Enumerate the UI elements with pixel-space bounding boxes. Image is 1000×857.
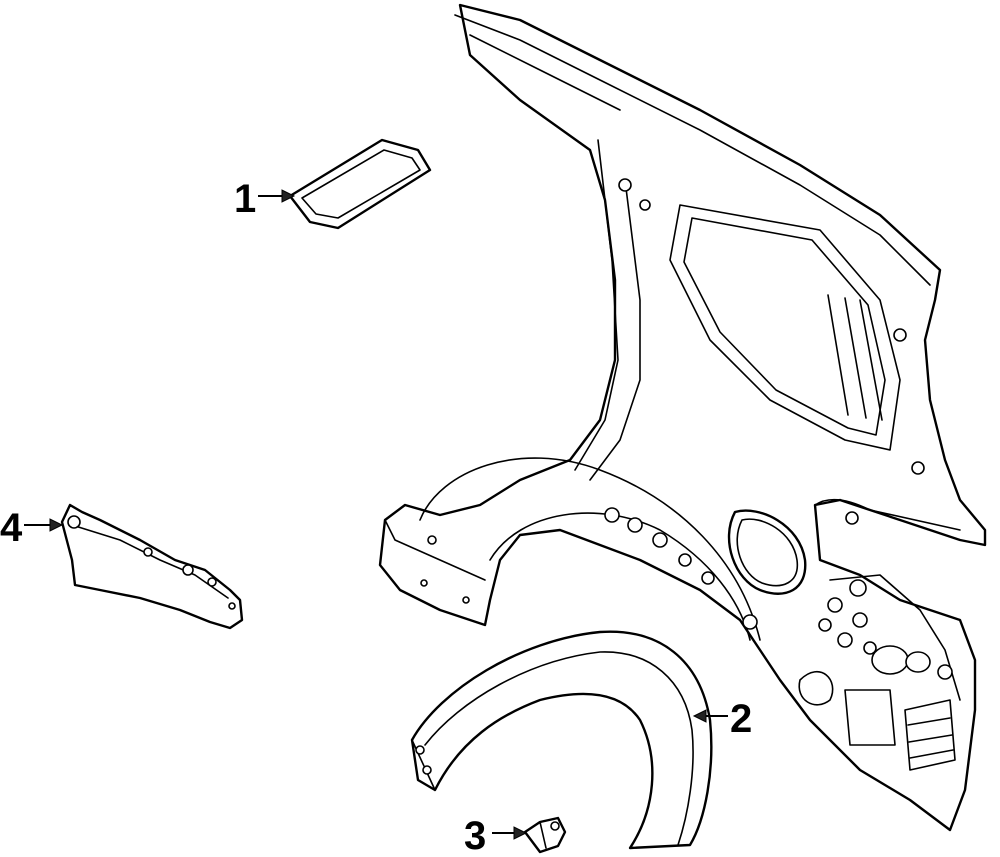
callout-2: 2: [730, 697, 752, 741]
callout-1: 1: [234, 177, 256, 221]
quarter-panel: [378, 3, 987, 832]
fender-flare: [410, 630, 713, 850]
callout-3: 3: [464, 814, 486, 857]
callout-4: 4: [0, 506, 23, 550]
retainer-clip: [523, 816, 567, 854]
seal-gasket: [288, 138, 432, 230]
bracket: [60, 503, 244, 630]
leader-arrows: [24, 189, 728, 840]
